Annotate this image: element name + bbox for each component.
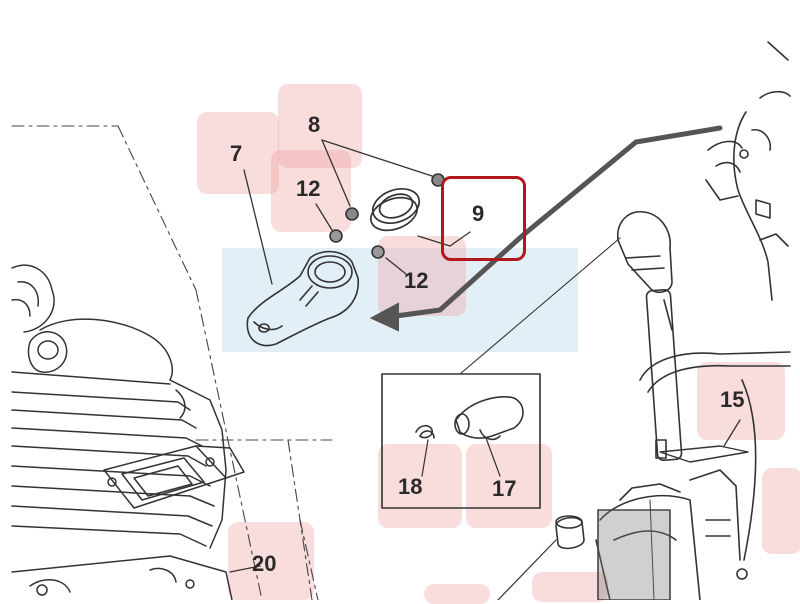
washer-12a — [329, 229, 343, 243]
callout-part-9[interactable]: 9 — [472, 201, 485, 226]
inset-box — [381, 237, 621, 509]
ignition-coil — [595, 351, 791, 600]
cylinder-block — [11, 264, 245, 600]
highlight-part-12a[interactable] — [271, 150, 351, 232]
callout-part-12b[interactable]: 12 — [404, 268, 429, 293]
callout-part-8[interactable]: 8 — [308, 112, 321, 137]
spark-plug-lead — [617, 211, 683, 462]
highlight-part-20[interactable] — [228, 522, 314, 600]
highlight-part-7[interactable] — [197, 112, 279, 194]
gasket-ring-drawing — [370, 188, 421, 232]
highlight-part-edge-right[interactable] — [762, 468, 800, 554]
bushing — [497, 515, 585, 600]
highlight-part-bottom-b[interactable] — [532, 572, 608, 602]
highlight-part-17[interactable] — [466, 444, 552, 528]
highlight-part-bottom-a[interactable] — [424, 584, 490, 604]
highlight-part-15[interactable] — [697, 362, 785, 440]
callout-part-17[interactable]: 17 — [492, 476, 517, 501]
leader-lines — [229, 139, 741, 573]
callout-part-7[interactable]: 7 — [230, 141, 243, 166]
highlight-part-18[interactable] — [378, 444, 462, 528]
guide-lines — [11, 125, 333, 600]
focus-band — [222, 248, 578, 352]
callout-part-20[interactable]: 20 — [252, 551, 277, 576]
housing-outline — [705, 41, 791, 301]
highlight-part-8[interactable] — [278, 84, 362, 168]
selected-part-box[interactable] — [441, 176, 526, 261]
callout-part-18[interactable]: 18 — [398, 474, 423, 499]
washer-12b — [371, 245, 385, 259]
nut-8a — [345, 207, 359, 221]
callout-part-12a[interactable]: 12 — [296, 176, 321, 201]
direction-arrow — [369, 125, 723, 332]
callout-part-15[interactable]: 15 — [720, 387, 745, 412]
intake-manifold-drawing — [246, 250, 359, 347]
